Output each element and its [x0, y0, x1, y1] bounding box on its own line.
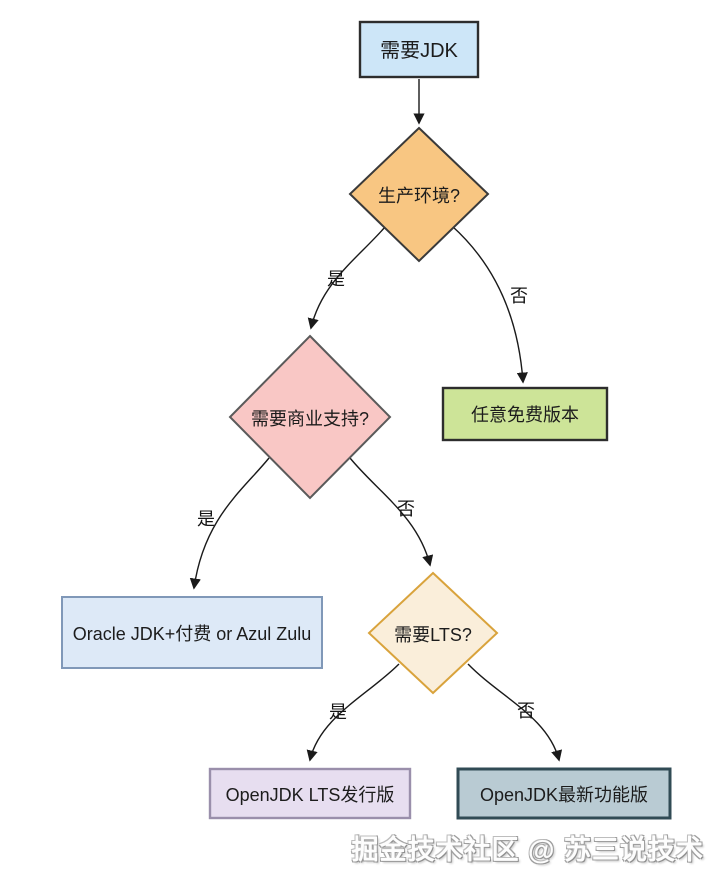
edge-lts-yes: [306, 663, 400, 762]
node-need-lts-label: 需要LTS?: [394, 625, 472, 645]
node-prod-env-label: 生产环境?: [378, 186, 460, 206]
edge-label-prod-no: 否: [510, 286, 528, 306]
node-any-free: [441, 386, 609, 442]
node-openjdk-lts: [208, 767, 412, 820]
edge-prod-no: [451, 225, 528, 384]
node-need-jdk: [358, 20, 480, 79]
node-prod-env: [348, 126, 490, 263]
edge-comm-yes: [189, 457, 270, 590]
node-need-lts: [367, 571, 499, 695]
edge-lts-no: [467, 663, 563, 762]
node-need-jdk-label: 需要JDK: [380, 40, 458, 62]
node-commercial-support: [228, 334, 392, 500]
edge-prod-yes: [307, 226, 386, 330]
node-commercial-support-label: 需要商业支持?: [251, 409, 369, 429]
node-openjdk-latest-label: OpenJDK最新功能版: [480, 785, 648, 805]
edge-label-comm-no: 否: [397, 499, 415, 519]
edge-label-lts-no: 否: [517, 701, 535, 721]
node-any-free-label: 任意免费版本: [471, 405, 579, 425]
watermark-text: 掘金技术社区 @ 苏三说技术: [351, 835, 704, 865]
node-openjdk-lts-label: OpenJDK LTS发行版: [226, 785, 395, 805]
node-oracle-azul: [61, 596, 323, 669]
edge-comm-no: [349, 457, 434, 567]
node-oracle-azul-label: Oracle JDK+付费 or Azul Zulu: [73, 624, 312, 644]
node-openjdk-latest: [456, 767, 672, 820]
edge-label-lts-yes: 是: [329, 702, 347, 722]
edge-label-comm-yes: 是: [197, 509, 215, 529]
edge-label-prod-yes: 是: [327, 269, 345, 289]
